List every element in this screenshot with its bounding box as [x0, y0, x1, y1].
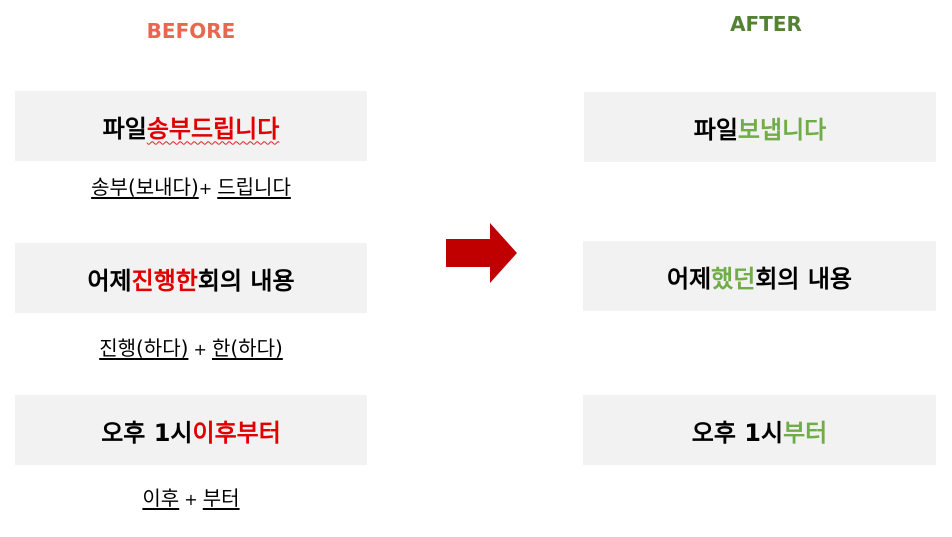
after-1-prefix: 파일 [693, 115, 738, 144]
note-3-part1: 이후 [142, 486, 180, 510]
arrow-shape [446, 223, 517, 283]
after-2-suffix: 회의 내용 [755, 264, 853, 293]
before-heading: BEFORE [146, 19, 236, 43]
after-box-2: 어제 했던 회의 내용 [583, 241, 936, 311]
note-2-part1: 진행(하다) [99, 336, 189, 360]
after-2-highlight: 했던 [711, 264, 756, 293]
before-3-prefix: 오후 1시 [101, 418, 193, 447]
after-3-highlight: 부터 [783, 418, 828, 447]
note-1-part2: 드립니다 [217, 175, 291, 199]
before-1-prefix: 파일 [102, 114, 147, 143]
note-3-plus: + [179, 490, 203, 509]
before-note-1: 송부(보내다)+ 드립니다 [15, 171, 367, 200]
note-3-part2: 부터 [202, 486, 240, 510]
before-note-2: 진행(하다) + 한(하다) [15, 332, 367, 361]
before-box-3: 오후 1시 이후부터 [15, 395, 367, 465]
before-2-prefix: 어제 [87, 266, 132, 295]
before-1-highlight: 송부드립니다 [146, 114, 280, 143]
before-box-2: 어제 진행한 회의 내용 [15, 243, 367, 313]
after-2-prefix: 어제 [666, 264, 712, 293]
note-1-plus: + [198, 179, 218, 198]
after-box-1: 파일 보냅니다 [584, 92, 936, 162]
before-2-suffix: 회의 내용 [197, 266, 295, 295]
after-1-highlight: 보냅니다 [737, 115, 827, 144]
after-heading: AFTER [730, 12, 802, 36]
before-3-highlight: 이후부터 [192, 418, 281, 447]
note-2-part2: 한(하다) [211, 336, 283, 360]
right-arrow-icon [446, 223, 517, 283]
before-box-1: 파일 송부드립니다 [15, 91, 367, 161]
after-3-prefix: 오후 1시 [691, 418, 784, 447]
before-note-3: 이후 + 부터 [15, 482, 367, 511]
note-1-part1: 송부(보내다) [91, 175, 199, 199]
before-2-highlight: 진행한 [131, 266, 198, 295]
note-2-plus: + [188, 340, 212, 359]
